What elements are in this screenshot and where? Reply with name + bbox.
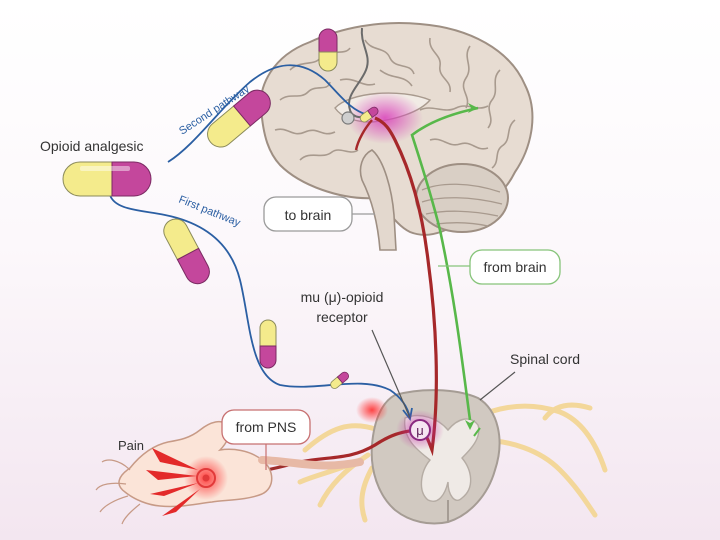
pain-label: Pain [118,438,144,453]
pain-site-icon [196,468,216,488]
brain-receptor-glow [347,92,423,144]
first-pathway-line [109,194,411,419]
capsule-main [62,161,152,197]
capsule-first-pathway-3 [330,371,349,389]
capsule-first-pathway-2 [259,319,277,369]
arrow-down-icon [465,420,475,430]
receptor-symbol: μ [416,423,424,438]
arrow-up-right-icon [468,103,478,113]
opioid-analgesic-label: Opioid analgesic [40,138,144,154]
descending-fiber [410,106,479,421]
capsule-first-pathway-1 [163,218,210,285]
to-brain-box: to brain [263,196,375,232]
hand [95,420,364,525]
capsule-second-pathway [207,89,271,148]
descending-pathway [410,103,481,437]
brainstem [359,149,397,251]
receptor-marker [409,419,431,441]
spinal-cord-pointer [479,371,516,401]
from-brain-box: from brain [438,249,561,285]
to-brain-label: to brain [285,207,332,223]
first-pathway-label: First pathway [177,194,243,230]
from-pns-label: from PNS [236,419,297,435]
pain-rays-icon [146,448,200,516]
spinal-cord-label: Spinal cord [510,351,580,367]
capsule-brain-site [359,106,379,123]
receptor-label-line2: receptor [316,309,368,325]
receptor-label-line1: mu (μ)-opioid [301,289,384,305]
second-pathway-line [167,64,369,163]
brain-folds [274,37,516,169]
from-pns-box: from PNS [221,409,311,470]
receptor-pointer [371,329,411,419]
capsule-brain-top [318,28,338,72]
from-brain-label: from brain [483,259,546,275]
brain [259,21,534,251]
